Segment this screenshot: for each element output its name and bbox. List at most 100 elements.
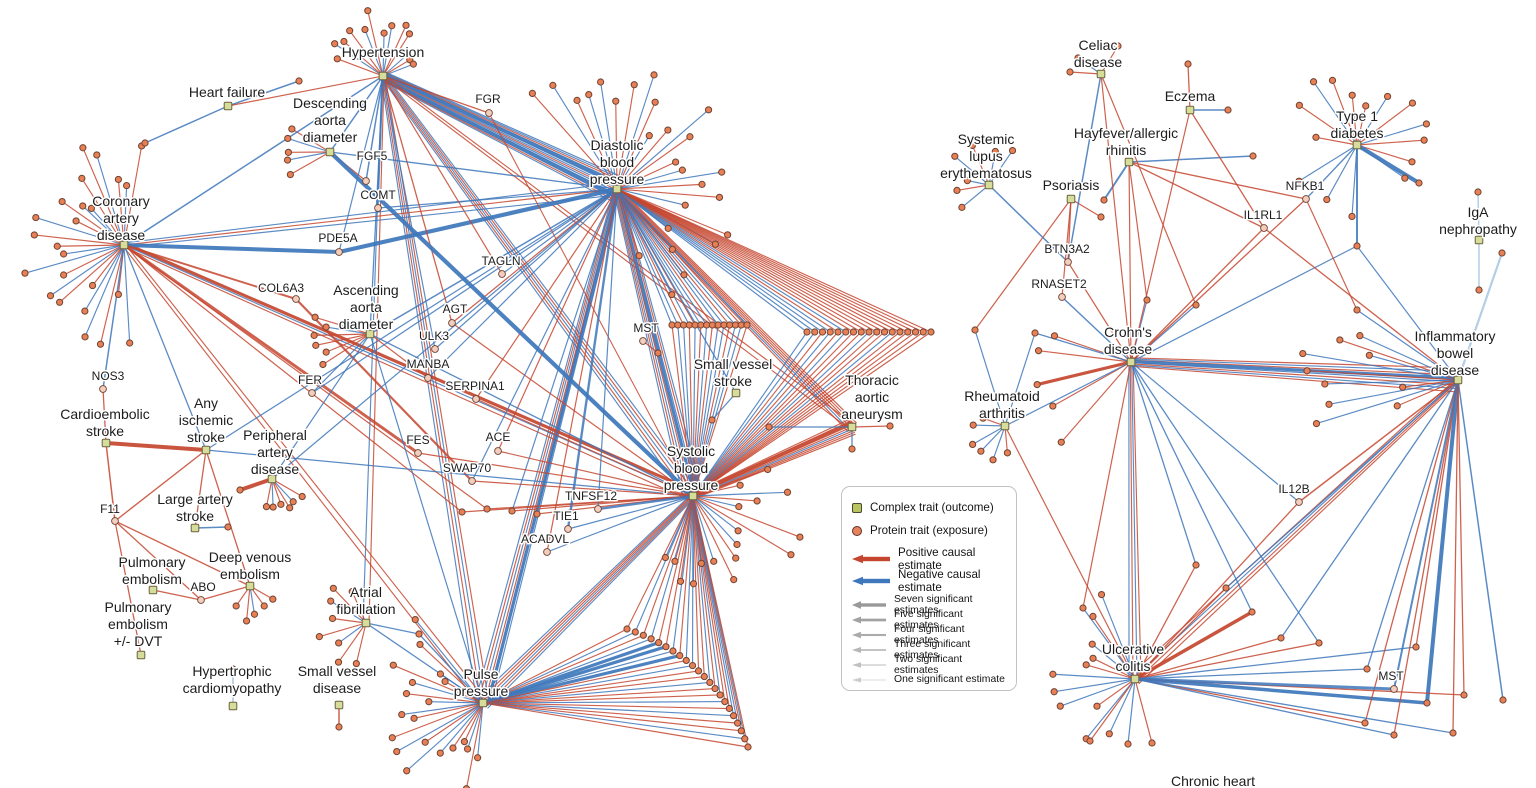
protein-dot: [1222, 584, 1230, 592]
edge: [1364, 379, 1459, 724]
edge: [382, 59, 411, 77]
label-heart-failure: Heart failure: [189, 84, 265, 100]
edge: [616, 183, 703, 190]
edge: [417, 452, 694, 497]
edge: [658, 495, 694, 644]
protein-dot: [1184, 60, 1192, 68]
protein-dot: [1050, 688, 1058, 696]
edge: [487, 497, 696, 709]
protein-dot: [549, 81, 557, 89]
edge: [414, 619, 484, 704]
edge: [486, 495, 694, 510]
edge: [349, 30, 384, 77]
protein-dot: [340, 37, 348, 46]
legend-weight-item: Five significant estimates: [852, 609, 1006, 631]
protein-dot: [1089, 612, 1097, 620]
edge: [369, 333, 484, 704]
edge: [238, 477, 274, 492]
protein-dot: [1423, 699, 1431, 707]
edge: [367, 10, 384, 77]
protein-dot: [630, 81, 638, 89]
edge: [1133, 677, 1429, 705]
edge: [616, 188, 854, 427]
edge: [1128, 161, 1132, 363]
edge: [616, 188, 742, 326]
edge: [381, 76, 691, 499]
edge: [337, 622, 367, 663]
protein-dot: [1031, 329, 1039, 337]
protein-dot: [260, 602, 268, 610]
edge: [481, 495, 694, 703]
edge: [289, 151, 331, 176]
edge: [382, 63, 414, 77]
node-taa: [847, 422, 857, 432]
edge: [616, 188, 686, 206]
protein-dot: [744, 743, 752, 751]
edge: [477, 188, 616, 703]
node-tie1: [564, 525, 572, 533]
edge: [1128, 161, 1148, 301]
protein-dot: [1328, 76, 1337, 84]
edge: [474, 187, 615, 702]
protein-dot: [1088, 640, 1096, 648]
edge: [616, 188, 847, 333]
edge: [1130, 358, 1460, 373]
protein-dot: [1074, 54, 1082, 62]
node-il12b: [1295, 498, 1303, 506]
protein-dot: [826, 328, 834, 336]
protein-dot: [732, 554, 740, 562]
edge: [1132, 361, 1142, 680]
edge: [24, 244, 125, 274]
protein-dot: [1363, 665, 1371, 673]
edge: [1130, 361, 1197, 566]
edge: [616, 188, 673, 326]
edge: [1129, 361, 1134, 680]
protein-dot: [60, 271, 68, 279]
protein-dot: [335, 639, 343, 647]
protein-dot: [639, 631, 647, 639]
protein-dot: [126, 339, 134, 347]
node-celiac: [1096, 69, 1106, 79]
edge: [616, 188, 719, 326]
edge: [954, 155, 990, 186]
edge: [102, 388, 107, 444]
edge: [424, 702, 484, 743]
edge: [482, 702, 735, 717]
edge: [475, 188, 618, 400]
edge: [117, 178, 125, 246]
edge: [123, 75, 384, 246]
node-btn3a2: [1064, 258, 1072, 266]
edge: [692, 495, 721, 696]
label-ace: ACE: [486, 430, 511, 444]
edge: [123, 182, 617, 244]
protein-dot: [1192, 561, 1200, 569]
edge: [1052, 673, 1136, 680]
edge: [613, 189, 687, 499]
protein-dot: [1148, 739, 1156, 747]
node-psoriasis: [1066, 194, 1076, 204]
protein-dot: [718, 168, 726, 176]
protein-dot: [284, 148, 293, 156]
protein-dot: [460, 738, 469, 746]
edge: [692, 331, 839, 497]
edge: [1393, 379, 1459, 690]
protein-trait-icon: [852, 525, 862, 536]
edge: [471, 188, 618, 482]
legend-positive-item: Positive causal estimate: [852, 546, 1006, 572]
edge: [1134, 678, 1395, 736]
edge: [1130, 361, 1300, 503]
protein-dot: [1365, 351, 1373, 359]
node-il1rl1: [1260, 224, 1268, 232]
edges-layer: [24, 10, 1504, 788]
edge: [1280, 379, 1459, 639]
protein-dot: [1312, 133, 1320, 141]
edge: [1129, 359, 1460, 380]
protein-dot: [346, 27, 354, 35]
edge: [1351, 94, 1358, 146]
edge: [123, 244, 207, 451]
edge: [1035, 360, 1133, 387]
